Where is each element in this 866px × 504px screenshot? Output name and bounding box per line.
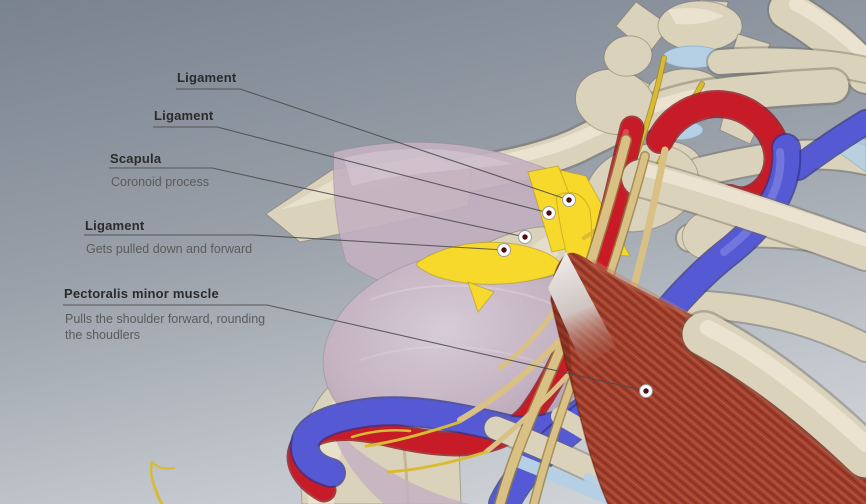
nerve-twigs[interactable] — [149, 420, 488, 504]
label-subtitle: Coronoid process — [111, 175, 209, 189]
rib-over-muscle[interactable] — [680, 310, 866, 480]
label-subtitle: Pulls the shoulder forward, rounding the… — [65, 312, 266, 342]
label-title: Ligament — [177, 70, 237, 85]
label-title: Pectoralis minor muscle — [64, 286, 219, 301]
label-title: Scapula — [110, 151, 162, 166]
label-title: Ligament — [154, 108, 214, 123]
label-title: Ligament — [85, 218, 145, 233]
label-subtitle: Gets pulled down and forward — [86, 242, 253, 256]
